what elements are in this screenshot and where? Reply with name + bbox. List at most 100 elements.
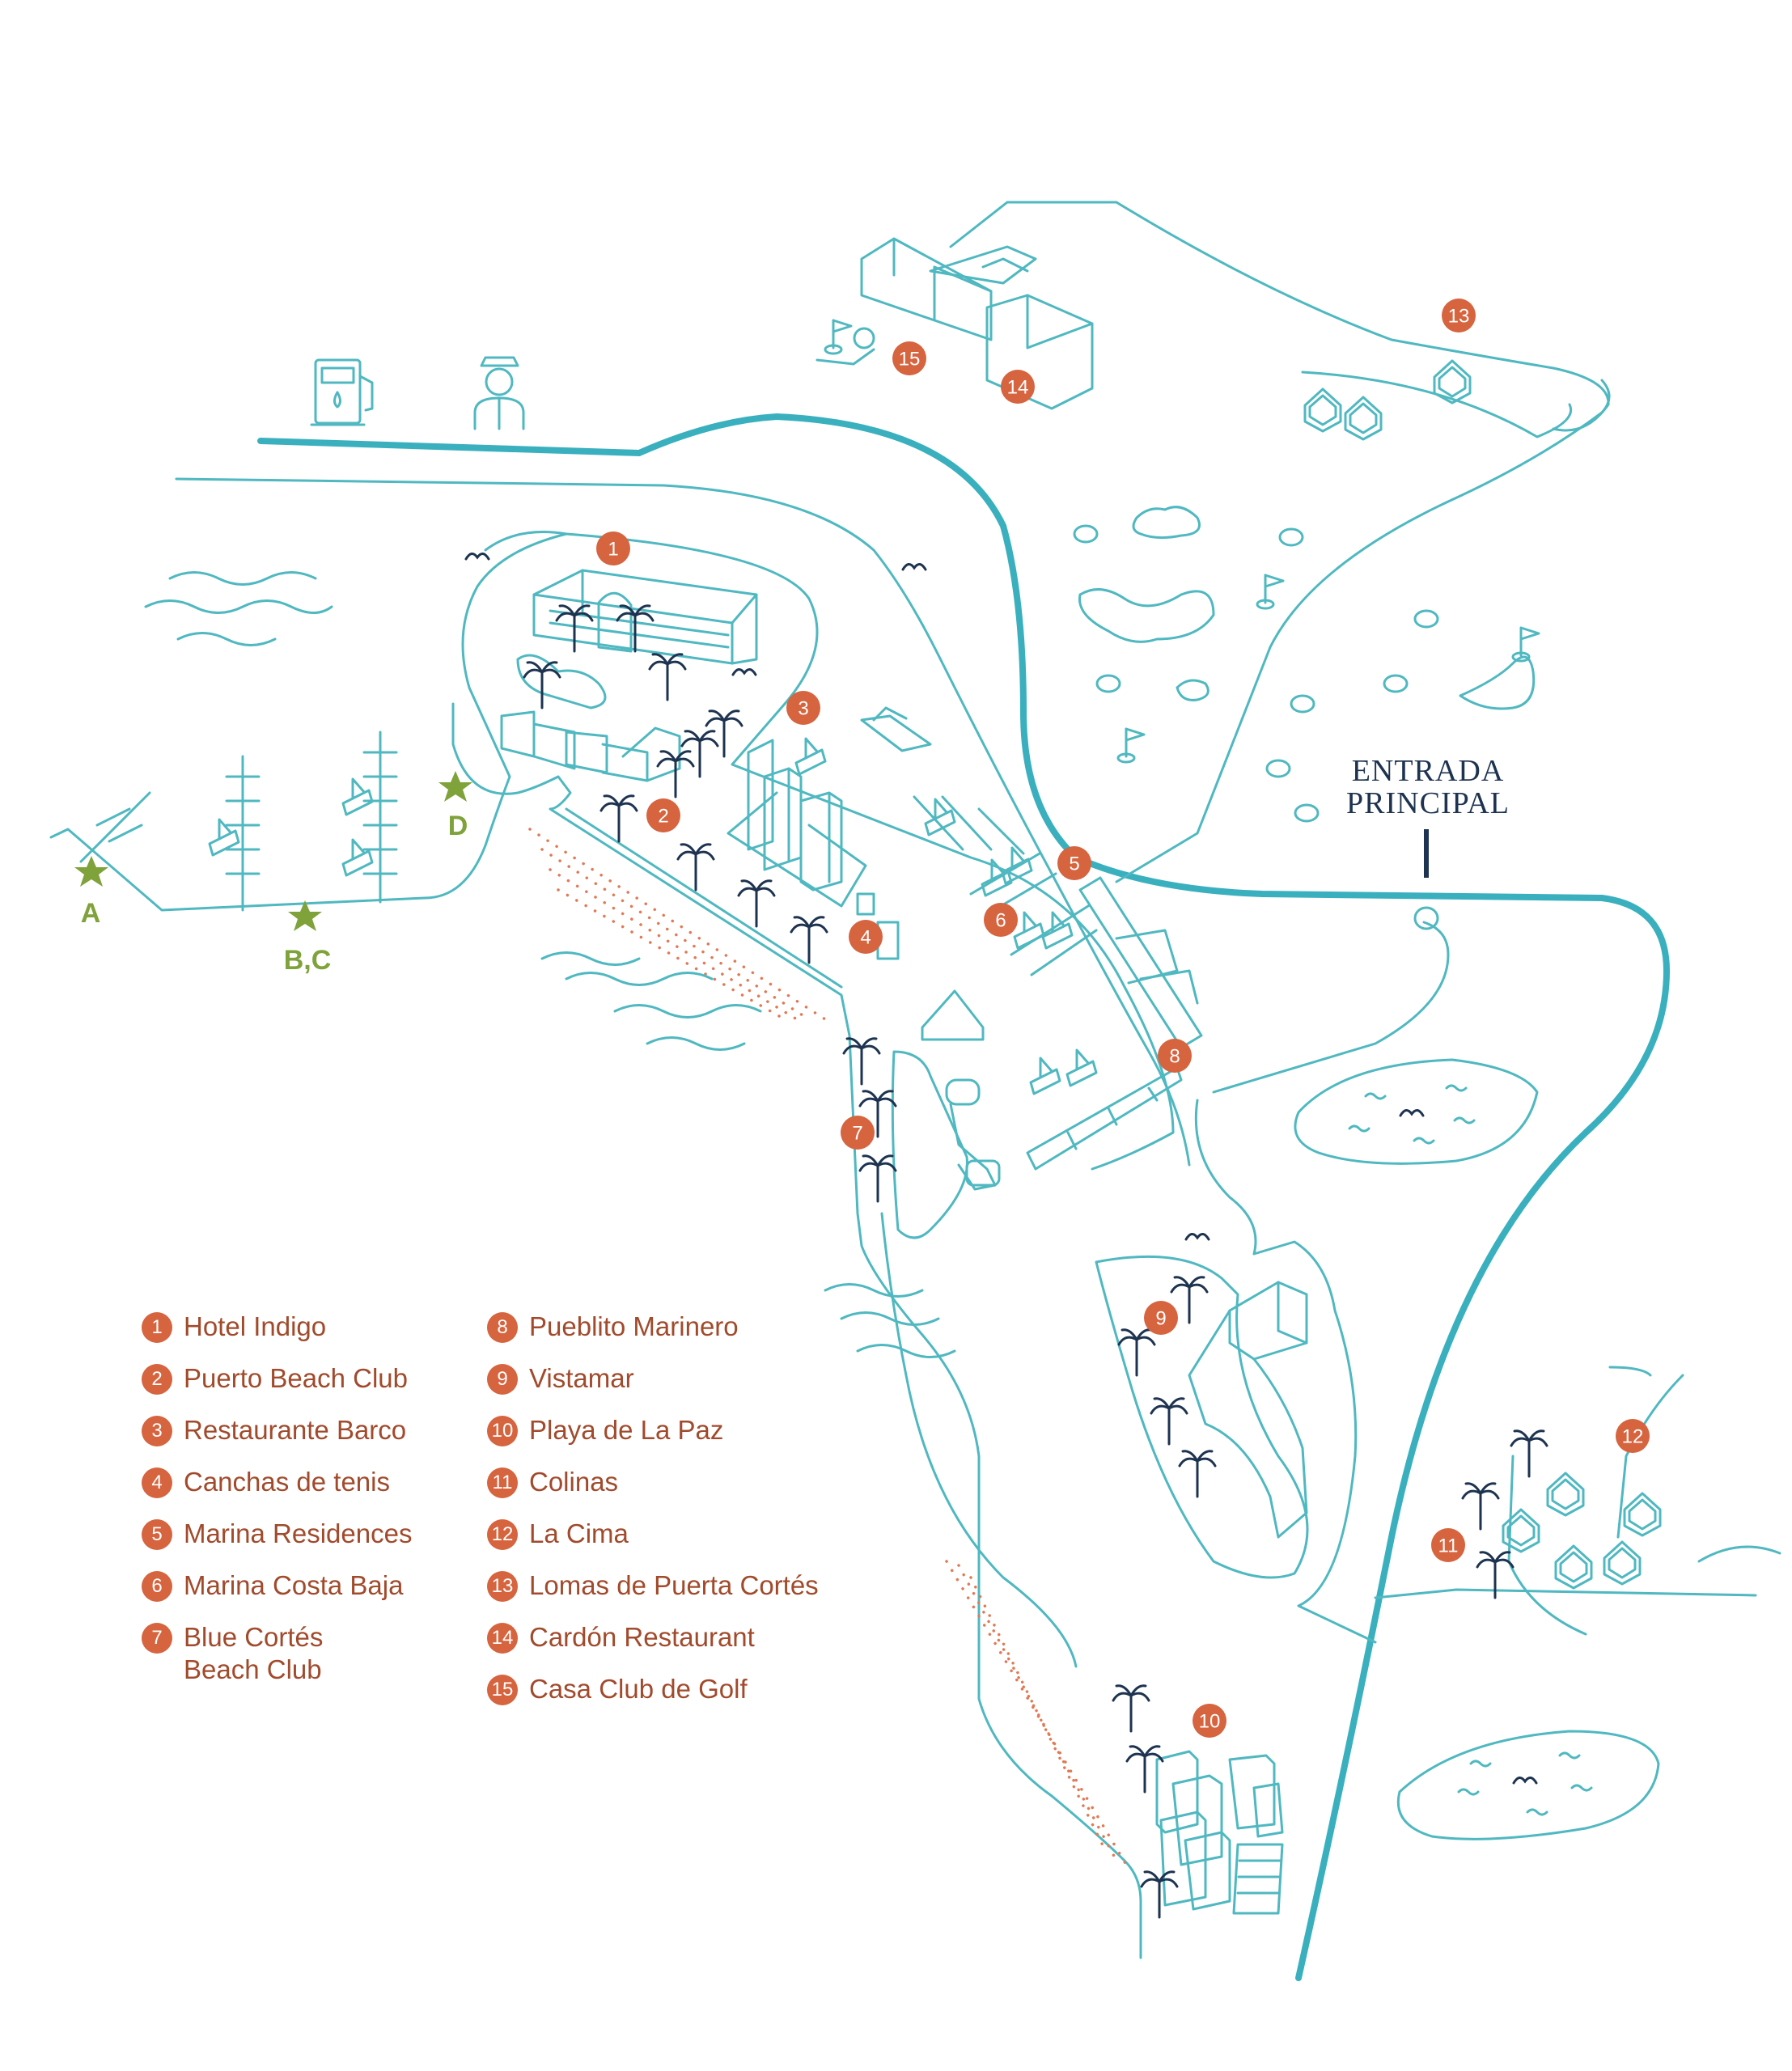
- legend-column-2: 8 Pueblito Marinero 9 Vistamar 10 Playa …: [487, 1311, 819, 1725]
- map-badge-number: 12: [1622, 1426, 1644, 1448]
- star-label-a: A: [81, 898, 101, 929]
- legend-item-marina-costa-baja[interactable]: 6 Marina Costa Baja: [142, 1569, 412, 1621]
- legend-label: Playa de La Paz: [529, 1415, 724, 1445]
- legend-label: Colinas: [529, 1467, 619, 1497]
- legend-item-la-cima[interactable]: 12 La Cima: [487, 1518, 819, 1569]
- star-marker-bc[interactable]: B,C: [284, 900, 332, 976]
- map-badge-circle: [984, 903, 1018, 937]
- map-badge-number: 7: [852, 1123, 862, 1145]
- legend-label: Lomas de Puerta Cortés: [529, 1570, 819, 1600]
- legend-label: Restaurante Barco: [184, 1415, 407, 1445]
- legend-number-badge: 15: [487, 1675, 518, 1705]
- legend-item-colinas[interactable]: 11 Colinas: [487, 1466, 819, 1518]
- map-badge-circle: [1057, 846, 1091, 880]
- map-badge-9[interactable]: 9: [1144, 1301, 1178, 1335]
- map-badge-number: 5: [1069, 853, 1079, 875]
- map-badge-15[interactable]: 15: [892, 341, 926, 375]
- star-icon: [74, 856, 108, 887]
- marina-residences-buildings: [1078, 876, 1203, 1049]
- map-badge-5[interactable]: 5: [1057, 846, 1091, 880]
- map-badge-1[interactable]: 1: [596, 532, 630, 565]
- star-icon: [288, 900, 322, 931]
- map-badge-2[interactable]: 2: [646, 798, 680, 832]
- marina-docks: [79, 731, 398, 912]
- legend-item-lomas-de-puerta-cortes[interactable]: 13 Lomas de Puerta Cortés: [487, 1569, 819, 1621]
- legend-item-pueblito-marinero[interactable]: 8 Pueblito Marinero: [487, 1311, 819, 1362]
- star-marker-a[interactable]: A: [74, 856, 108, 929]
- map-badge-circle: [1158, 1039, 1192, 1073]
- entrance-label-line2: PRINCIPAL: [1346, 786, 1510, 820]
- coast-road: [175, 477, 1191, 1167]
- lomas-road: [1301, 371, 1572, 438]
- map-badge-3[interactable]: 3: [786, 691, 820, 725]
- vistamar-buildings: [1095, 1255, 1309, 1579]
- legend-item-cardon-restaurant[interactable]: 14 Cardón Restaurant: [487, 1621, 819, 1673]
- map-badge-13[interactable]: 13: [1442, 299, 1476, 332]
- legend-item-blue-cortes-beach-club[interactable]: 7 Blue Cortés Beach Club: [142, 1621, 412, 1694]
- clubhouse-outline: [949, 201, 1610, 432]
- right-link: [1212, 921, 1450, 1094]
- map-badge-circle: [1616, 1419, 1650, 1453]
- map-badge-7[interactable]: 7: [841, 1116, 875, 1150]
- map-badge-circle: [1442, 299, 1476, 332]
- legend-label: Cardón Restaurant: [529, 1622, 755, 1652]
- bird-icon: [464, 552, 1210, 1241]
- legend-label: Puerto Beach Club: [184, 1363, 409, 1393]
- legend-number-badge: 9: [487, 1364, 518, 1395]
- golf-course: [1073, 506, 1540, 930]
- map-badge-number: 14: [1007, 377, 1029, 399]
- legend-item-restaurante-barco[interactable]: 3 Restaurante Barco: [142, 1414, 412, 1466]
- lomas-houses: [1303, 359, 1472, 441]
- map-badge-circle: [596, 532, 630, 565]
- legend-item-casa-club-de-golf[interactable]: 15 Casa Club de Golf: [487, 1673, 819, 1725]
- legend-number-badge: 5: [142, 1519, 172, 1550]
- hotel-indigo-building: [516, 569, 758, 709]
- map-badge-14[interactable]: 14: [1001, 370, 1035, 404]
- legend-number-badge: 14: [487, 1623, 518, 1654]
- legend-item-marina-residences[interactable]: 5 Marina Residences: [142, 1518, 412, 1569]
- legend-number-badge: 12: [487, 1519, 518, 1550]
- main-entrance: ENTRADA PRINCIPAL: [1346, 754, 1510, 878]
- legend-label: Casa Club de Golf: [529, 1674, 748, 1704]
- legend-label: Hotel Indigo: [184, 1311, 327, 1341]
- legend-number-badge: 1: [142, 1312, 172, 1343]
- shore-road: [565, 807, 843, 989]
- legend-item-hotel-indigo[interactable]: 1 Hotel Indigo: [142, 1311, 412, 1362]
- water-waves: [144, 571, 956, 1358]
- legend-label: La Cima: [529, 1518, 629, 1548]
- legend-number-badge: 2: [142, 1364, 172, 1395]
- map-badge-10[interactable]: 10: [1193, 1704, 1226, 1738]
- map-badge-number: 13: [1448, 306, 1470, 328]
- beach-dots-north: [528, 828, 827, 1021]
- legend-item-playa-de-la-paz[interactable]: 10 Playa de La Paz: [487, 1414, 819, 1466]
- map-badge-6[interactable]: 6: [984, 903, 1018, 937]
- lagoon-south: [1396, 1730, 1660, 1840]
- legend-number-badge: 7: [142, 1623, 172, 1654]
- legend-item-vistamar[interactable]: 9 Vistamar: [487, 1362, 819, 1414]
- beach-dots-south: [945, 1560, 1130, 1870]
- map-badge-circle: [892, 341, 926, 375]
- legend-item-canchas-de-tenis[interactable]: 4 Canchas de tenis: [142, 1466, 412, 1518]
- map-badge-number: 6: [995, 910, 1006, 932]
- map-badge-11[interactable]: 11: [1431, 1528, 1465, 1562]
- lagoon-path: [1194, 1099, 1377, 1644]
- map-badge-number: 9: [1155, 1308, 1166, 1330]
- beach-club-buildings: [500, 710, 681, 782]
- map-badge-circle: [1431, 1528, 1465, 1562]
- map-badge-circle: [1193, 1704, 1226, 1738]
- gas-station-icon: [310, 358, 374, 426]
- pueblito-marinero-buildings: [1026, 1066, 1183, 1171]
- legend-number-badge: 11: [487, 1467, 518, 1498]
- star-marker-d[interactable]: D: [438, 771, 472, 841]
- map-badge-circle: [786, 691, 820, 725]
- legend-item-puerto-beach-club[interactable]: 2 Puerto Beach Club: [142, 1362, 412, 1414]
- colinas-loop: [1507, 1366, 1781, 1636]
- map-badge-12[interactable]: 12: [1616, 1419, 1650, 1453]
- map-badge-4[interactable]: 4: [849, 920, 883, 954]
- map-badge-8[interactable]: 8: [1158, 1039, 1192, 1073]
- blue-cortes-structures: [891, 989, 1001, 1239]
- road-north: [257, 413, 1671, 1981]
- marina-slips: [794, 706, 1098, 1095]
- map-badge-number: 4: [860, 927, 871, 949]
